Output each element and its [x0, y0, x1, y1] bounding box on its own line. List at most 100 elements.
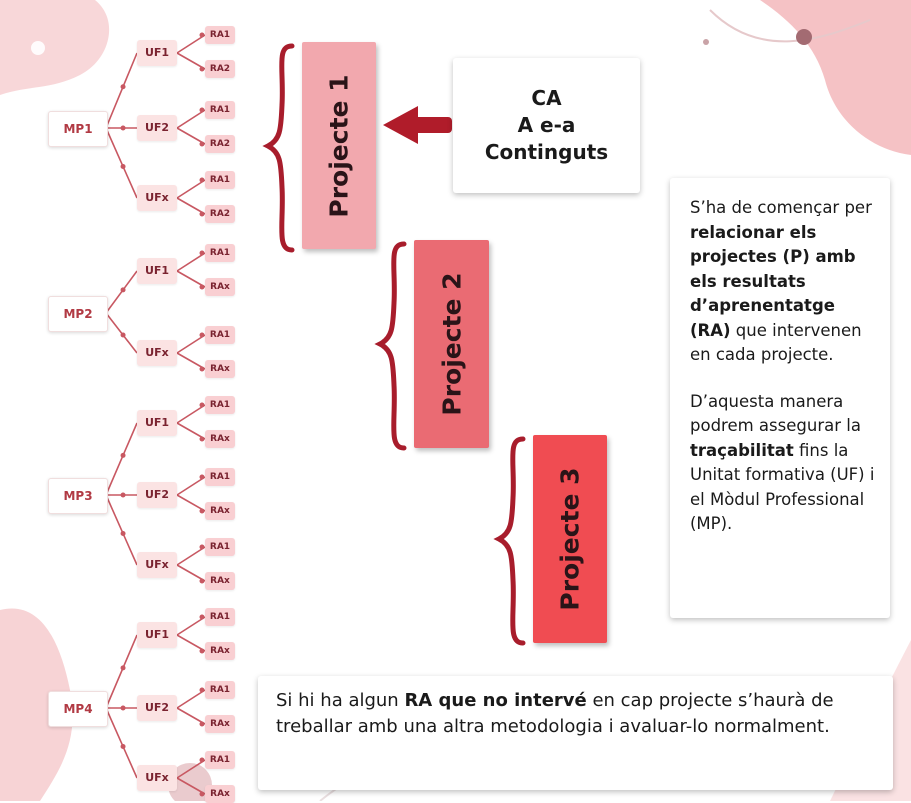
- top-right-blob: [760, 0, 911, 155]
- tree-connector: [176, 252, 206, 272]
- tree-connector-dot: [199, 141, 205, 147]
- explanation-paragraph-2: D’aquesta manera podrem assegurar la tra…: [690, 390, 880, 537]
- ra-node: RA2: [205, 135, 235, 153]
- ra-node: RAx: [205, 785, 235, 803]
- ca-line-3: Continguts: [484, 140, 609, 164]
- tree-connector-dot: [120, 705, 126, 711]
- tree-connector-dot: [199, 474, 205, 480]
- tree-connector: [176, 52, 206, 70]
- tree-connector-dot: [199, 177, 205, 183]
- explanation-text: S’ha de començar per relacionar els proj…: [690, 196, 880, 559]
- ra-node: RAx: [205, 502, 235, 520]
- explanation-p1-tail: que intervenen en cada projecte.: [690, 320, 862, 365]
- tree-connector-dot: [120, 287, 126, 293]
- project-3-bar: Projecte 3: [533, 435, 607, 643]
- tree-connector-dot: [120, 125, 126, 131]
- tree-connector-dot: [199, 687, 205, 693]
- tree-connector-dot: [199, 648, 205, 654]
- tree-connector: [176, 616, 206, 636]
- project-3-bracket: [493, 436, 526, 646]
- tree-connector-dot: [120, 452, 126, 458]
- tree-connector: [105, 127, 138, 199]
- ra-node: RA2: [205, 60, 235, 78]
- project-1-bar: Projecte 1: [302, 42, 376, 249]
- left-arrow-icon: [383, 106, 452, 144]
- tree-connector: [176, 197, 206, 215]
- tree-connector: [176, 759, 206, 779]
- ra-node: RAx: [205, 430, 235, 448]
- tree-connector-dot: [120, 164, 126, 169]
- ca-line-1: CA: [531, 86, 562, 110]
- top-right-dot-large: [796, 29, 812, 45]
- uf-node: UFx: [137, 765, 177, 791]
- note-text-bold: RA que no intervé: [404, 690, 587, 711]
- tree-connector-dot: [199, 508, 205, 514]
- top-left-blob: [0, 0, 110, 95]
- uf-node: UFx: [137, 552, 177, 578]
- tree-connector: [105, 707, 138, 779]
- tree-connector: [105, 312, 138, 354]
- ra-node: RA2: [205, 205, 235, 223]
- tree-connector-dot: [120, 531, 126, 536]
- uf-node: UF2: [137, 482, 177, 508]
- tree-connector: [176, 404, 206, 424]
- note-text-start: Si hi ha algun: [276, 690, 405, 711]
- ca-box: CA A e-a Continguts: [453, 58, 640, 193]
- bottom-left-blob: [0, 608, 73, 801]
- tree-connector: [176, 270, 206, 288]
- ra-node: RA1: [205, 608, 235, 626]
- tree-connector-dot: [199, 436, 205, 442]
- tree-connector-dot: [120, 84, 126, 90]
- tree-connector-dot: [199, 614, 205, 620]
- tree-connector-dot: [199, 250, 205, 256]
- ra-node: RA1: [205, 171, 235, 189]
- note-box: Si hi ha algun RA que no intervé en cap …: [258, 676, 893, 790]
- tree-connector: [105, 52, 138, 129]
- ra-node: RA1: [205, 751, 235, 769]
- ra-node: RAx: [205, 572, 235, 590]
- tree-connector: [176, 127, 206, 145]
- tree-connector: [105, 634, 138, 709]
- ra-node: RA1: [205, 326, 235, 344]
- tree-connector-dot: [199, 757, 205, 763]
- ra-node: RA1: [205, 396, 235, 414]
- project-2-bracket: [374, 241, 407, 451]
- ra-node: RA1: [205, 468, 235, 486]
- tree-connector: [176, 179, 206, 199]
- note-text: Si hi ha algun RA que no intervé en cap …: [276, 688, 881, 740]
- uf-node: UF1: [137, 410, 177, 436]
- tree-connector-dot: [199, 211, 205, 217]
- ca-line-2: A e-a: [517, 113, 576, 137]
- ra-node: RAx: [205, 360, 235, 378]
- ra-node: RAx: [205, 278, 235, 296]
- explanation-p2-text: D’aquesta manera podrem assegurar la: [690, 391, 861, 436]
- tree-connector-dot: [199, 578, 205, 584]
- mp-node: MP3: [48, 478, 108, 514]
- tree-connector-dot: [199, 366, 205, 372]
- tree-connector: [176, 352, 206, 370]
- ra-node: RAx: [205, 642, 235, 660]
- uf-node: UFx: [137, 340, 177, 366]
- tree-connector: [176, 476, 206, 496]
- tree-connector-dot: [199, 544, 205, 550]
- ra-node: RA1: [205, 26, 235, 44]
- tree-connector: [105, 422, 138, 496]
- explanation-p1-bold: relacionar els projectes (P) amb els res…: [690, 222, 856, 340]
- tree-connector: [176, 422, 206, 440]
- tree-connector-dot: [120, 332, 126, 338]
- project-1-bracket: [262, 43, 295, 253]
- uf-node: UFx: [137, 185, 177, 211]
- mp-node: MP1: [48, 111, 108, 147]
- top-left-dot: [31, 41, 45, 55]
- uf-node: UF1: [137, 258, 177, 284]
- tree-connector: [176, 34, 206, 54]
- tree-connector-dot: [199, 32, 205, 38]
- uf-node: UF1: [137, 622, 177, 648]
- tree-connector-dot: [199, 332, 205, 338]
- ra-node: RA1: [205, 538, 235, 556]
- explanation-p2-tail: fins la Unitat formativa (UF) i el Mòdul…: [690, 440, 875, 534]
- tree-connector: [176, 546, 206, 566]
- tree-connector-dot: [120, 492, 126, 498]
- tree-connector: [176, 334, 206, 354]
